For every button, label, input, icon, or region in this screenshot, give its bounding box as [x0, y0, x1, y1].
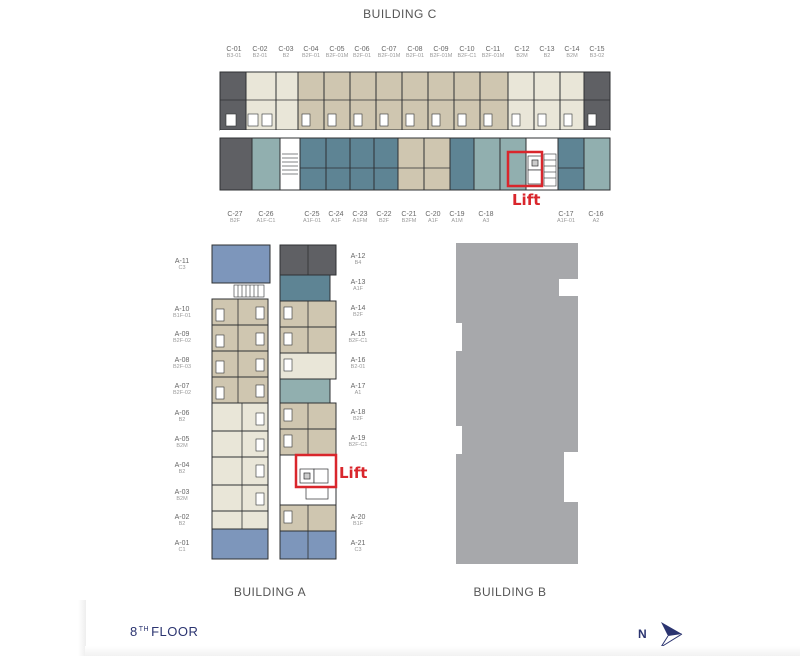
- page-bottom-shadow: [85, 646, 800, 656]
- building-a-title: BUILDING A: [233, 585, 307, 599]
- floor-suffix: TH: [138, 626, 150, 633]
- building-c-title: BUILDING C: [363, 7, 437, 21]
- page-edge-shadow: [78, 600, 86, 656]
- floor-number: 8: [130, 624, 138, 639]
- floor-word: FLOOR: [151, 624, 199, 639]
- building-b-shape: [456, 243, 578, 564]
- building-b-title: BUILDING B: [473, 585, 547, 599]
- building-a-floorplan: [208, 243, 344, 563]
- north-label: N: [638, 627, 647, 641]
- north-arrow-icon: [660, 622, 683, 648]
- building-c-lift-label: Lift: [512, 191, 541, 209]
- building-a-lift-label: Lift: [339, 464, 368, 482]
- building-c-floorplan: [218, 68, 614, 194]
- building-a-plan-drawing: [211, 244, 338, 560]
- building-c-plan-drawing: [219, 71, 611, 191]
- building-b-footprint: [456, 243, 581, 564]
